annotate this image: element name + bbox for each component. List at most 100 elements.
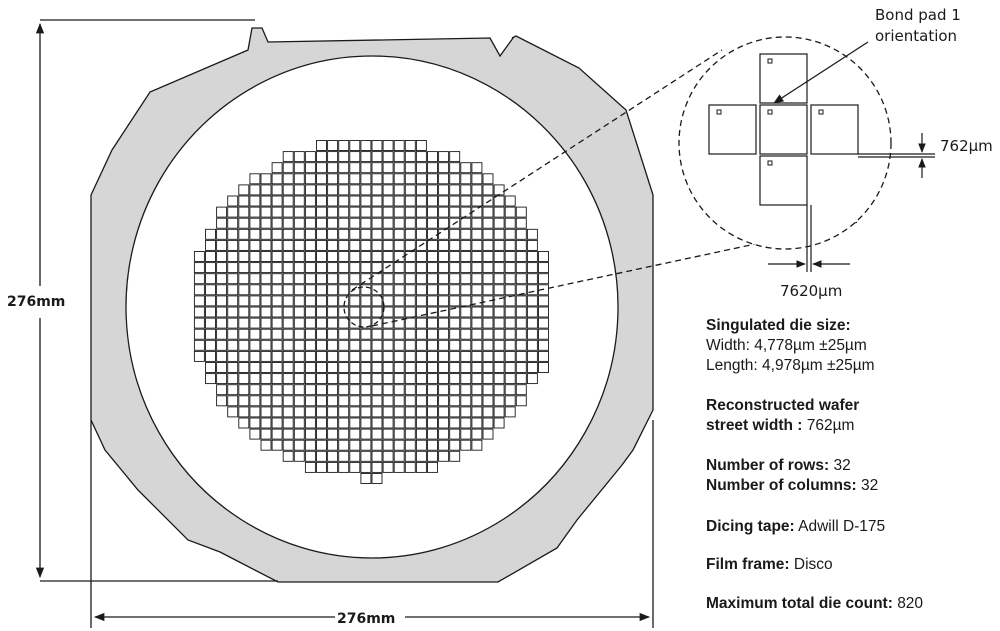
die (515, 395, 527, 407)
die (338, 395, 350, 407)
die (393, 228, 405, 240)
die (404, 239, 416, 251)
die (338, 262, 350, 274)
die (349, 273, 361, 285)
die (504, 384, 516, 396)
die (438, 184, 450, 196)
die (415, 162, 427, 174)
die (282, 295, 294, 307)
die (360, 284, 372, 296)
die (304, 350, 316, 362)
die (249, 428, 261, 440)
die (260, 339, 272, 351)
die (327, 228, 339, 240)
die (338, 350, 350, 362)
die (460, 328, 472, 340)
die (293, 295, 305, 307)
die (382, 384, 394, 396)
die (260, 306, 272, 318)
die (260, 239, 272, 251)
die (349, 262, 361, 274)
die (327, 317, 339, 329)
die (371, 395, 383, 407)
die (260, 262, 272, 274)
die (404, 406, 416, 418)
die (504, 206, 516, 218)
die (260, 295, 272, 307)
die (382, 439, 394, 451)
die (504, 306, 516, 318)
die (249, 262, 261, 274)
rows-label: Number of rows: (706, 457, 830, 474)
die (216, 328, 228, 340)
die (460, 173, 472, 185)
die (449, 362, 461, 373)
die (271, 339, 283, 351)
die (293, 373, 305, 385)
die (471, 173, 483, 185)
die (360, 151, 372, 163)
die (493, 417, 505, 429)
die (316, 328, 327, 340)
die (227, 384, 239, 396)
die (471, 428, 483, 440)
die (526, 295, 538, 307)
die (238, 262, 250, 274)
die (371, 350, 383, 362)
die (260, 384, 272, 396)
die (404, 162, 416, 174)
die (449, 206, 461, 218)
die (249, 173, 261, 185)
die (415, 428, 427, 440)
die (393, 317, 405, 329)
rows-value: 32 (833, 457, 851, 474)
die (371, 195, 383, 207)
die (460, 217, 472, 229)
die (360, 339, 372, 351)
die (427, 406, 438, 418)
die (360, 306, 372, 318)
die (415, 395, 427, 407)
die (238, 295, 250, 307)
die (327, 217, 339, 229)
die (515, 273, 527, 285)
die (271, 406, 283, 418)
die (316, 417, 327, 429)
die (504, 284, 516, 296)
die (404, 184, 416, 196)
die (382, 306, 394, 318)
die (449, 328, 461, 340)
die (371, 273, 383, 285)
die (327, 417, 339, 429)
die (216, 395, 228, 407)
die (538, 317, 549, 329)
die (460, 417, 472, 429)
die (327, 395, 339, 407)
die (393, 350, 405, 362)
die (538, 339, 549, 351)
die (227, 317, 239, 329)
die (260, 395, 272, 407)
die (260, 362, 272, 373)
die (404, 350, 416, 362)
die (460, 306, 472, 318)
die (249, 273, 261, 285)
die (282, 151, 294, 163)
die (271, 439, 283, 451)
die (427, 151, 438, 163)
die (349, 251, 361, 262)
die (271, 173, 283, 185)
die (515, 317, 527, 329)
die (460, 184, 472, 196)
die (282, 273, 294, 285)
die (293, 384, 305, 396)
die (382, 339, 394, 351)
die (382, 140, 394, 151)
die (327, 328, 339, 340)
die (216, 295, 228, 307)
die (304, 173, 316, 185)
die (316, 439, 327, 451)
length-spec-label: Length: (706, 357, 758, 374)
die (327, 195, 339, 207)
